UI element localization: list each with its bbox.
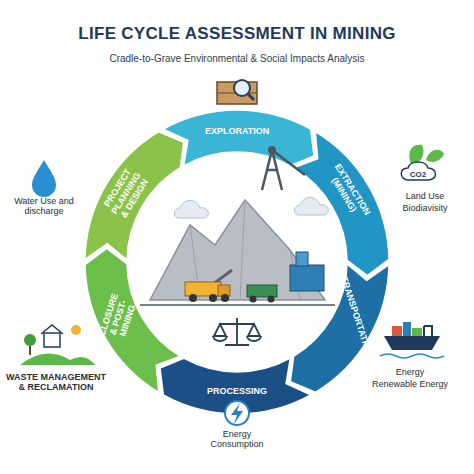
stage-label: PROCESSING [207,387,267,397]
impact-label: Water Use and discharge [9,196,79,217]
impact-label: WASTE MANAGEMENT & RECLAMATION [6,372,106,393]
impact-label: Energy Consumption [202,429,272,450]
title: LIFE CYCLE ASSESSMENT IN MINING [78,24,396,44]
ring-segment [163,110,314,166]
stage-segment: CLOSURE & POST-MINING [119,317,120,318]
stage-segment: EXTRACTION (MINING) [347,193,348,194]
stage-segment: TRANSPORTATION [355,317,356,318]
energy-bolt-icon [225,401,249,425]
stage-label: EXPLORATION [205,127,269,137]
exploration-map-icon [217,80,257,104]
ring-segment [294,132,389,276]
mine-illustration [133,146,341,366]
stage-segment: EXPLORATION [237,132,238,133]
co2-leaf-icon [401,145,444,180]
balance-scale-icon [213,318,261,345]
impact-label: Energy [396,367,425,377]
impact-label: Biodiavisity [402,203,447,213]
subtitle: Cradle-to-Grave Environmental & Social I… [109,53,364,64]
reclamation-landscape-icon [20,325,95,365]
impact-label: Land Use [406,191,445,201]
stage-segment: PROCESSING [237,392,238,393]
stage-segment: PROJECT PLANNING & DESIGN [127,193,128,194]
impact-label: Renewable Energy [372,379,448,389]
impact-label: CO2 [410,170,426,179]
ship-icon [380,322,444,358]
water-drop-icon [32,160,56,197]
